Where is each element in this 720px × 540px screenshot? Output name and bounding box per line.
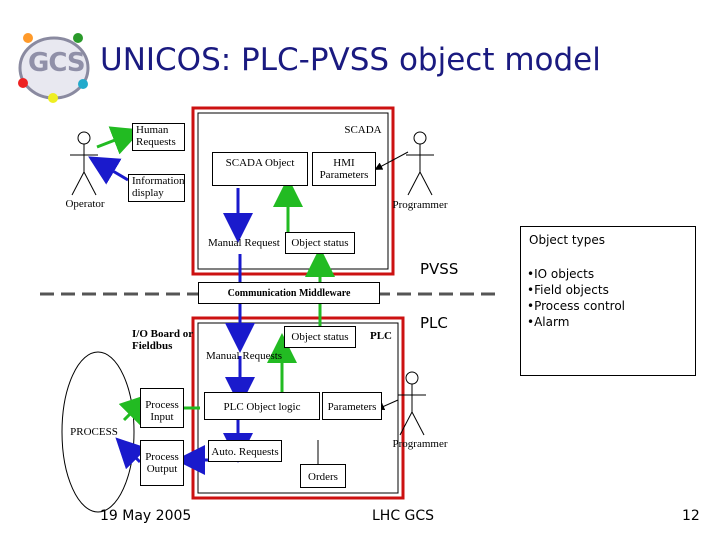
programmer-top-label: Programmer	[392, 199, 448, 211]
programmer-bottom-figure	[398, 371, 426, 436]
scada-label: SCADA	[344, 124, 382, 136]
manual-requests-label: Manual Requests	[206, 350, 283, 362]
information-display-box: Information display	[128, 174, 185, 202]
object-status-bottom-box: Object status	[284, 326, 356, 348]
programmer-to-hmi-arrow	[374, 151, 409, 170]
gcs-logo: GCS	[8, 18, 98, 108]
footer-date: 19 May 2005	[100, 508, 192, 524]
parameters-box: Parameters	[322, 392, 382, 420]
process-label: PROCESS	[70, 426, 118, 438]
object-types-panel: Object types •IO objects •Field objects …	[520, 226, 696, 376]
io-board-label: I/O Board or Fieldbus	[132, 328, 193, 352]
plc-tag-label: PLC	[370, 330, 392, 342]
info-display-to-operator-arrow	[88, 156, 129, 185]
operator-label: Operator	[65, 198, 105, 210]
pvss-label: PVSS	[420, 260, 459, 278]
hmi-parameters-box: HMI Parameters	[312, 152, 376, 186]
process-to-input-arrow	[118, 393, 151, 426]
programmer-to-parameters-arrow	[376, 399, 399, 411]
page-number: 12	[682, 508, 700, 524]
object-types-item: •IO objects	[527, 267, 595, 281]
process-input-box: Process Input	[140, 388, 184, 428]
scada-inner-frame	[197, 112, 389, 270]
communication-middleware-box: Communication Middleware	[198, 282, 380, 304]
manual-request-label: Manual Request	[208, 237, 280, 249]
logo-text: GCS	[28, 48, 86, 78]
programmer-bottom-label: Programmer	[392, 438, 448, 450]
auto-requests-box: Auto. Requests	[208, 440, 282, 462]
process-ellipse	[61, 351, 135, 513]
object-status-top-box: Object status	[285, 232, 355, 254]
plc-object-logic-box: PLC Object logic	[204, 392, 320, 420]
logo-graphic	[18, 33, 90, 103]
slide-title: UNICOS: PLC-PVSS object model	[100, 42, 601, 78]
scada-object-box: SCADA Object	[212, 152, 308, 186]
human-requests-box: Human Requests	[132, 123, 185, 151]
programmer-top-figure	[406, 131, 434, 196]
operator-figure	[70, 131, 98, 196]
object-types-item: •Field objects	[527, 283, 609, 297]
scada-frame	[191, 106, 395, 276]
output-to-process-arrow	[115, 437, 148, 470]
footer-center: LHC GCS	[372, 508, 435, 524]
object-types-heading: Object types	[529, 233, 605, 247]
object-types-item: •Alarm	[527, 315, 570, 329]
process-output-box: Process Output	[140, 440, 184, 486]
plc-label: PLC	[420, 314, 448, 332]
operator-to-human-requests-arrow	[96, 126, 142, 155]
orders-box: Orders	[300, 464, 346, 488]
object-types-item: •Process control	[527, 299, 626, 313]
